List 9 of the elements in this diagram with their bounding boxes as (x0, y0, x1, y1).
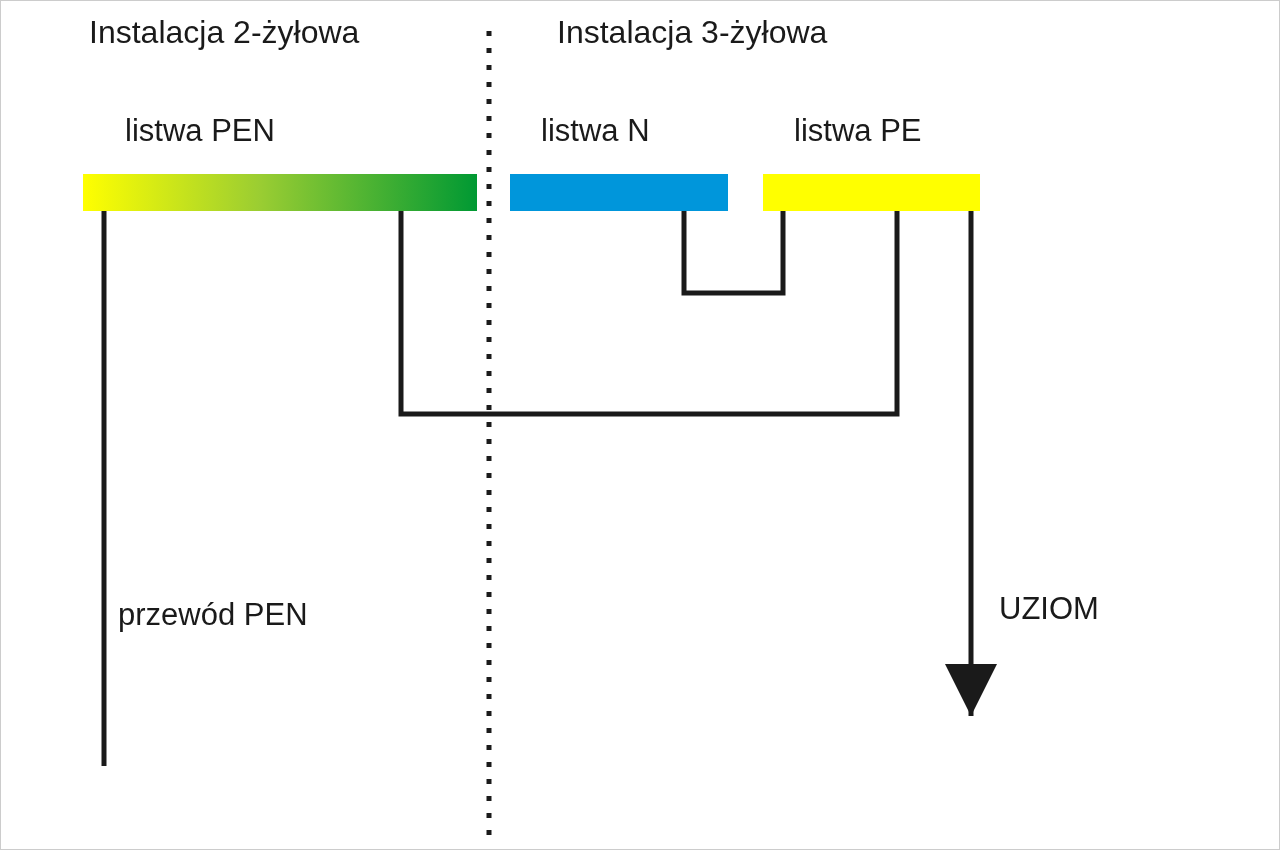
busbar-label: listwa PE (794, 113, 922, 149)
arrow (945, 211, 997, 716)
busbar-label: listwa PEN (125, 113, 275, 149)
section-title: Instalacja 3-żyłowa (557, 13, 828, 51)
wire (101, 211, 107, 766)
section-title: Instalacja 2-żyłowa (89, 13, 360, 51)
wire (398, 211, 900, 417)
wire (681, 211, 786, 296)
busbar-label: listwa N (541, 113, 650, 149)
